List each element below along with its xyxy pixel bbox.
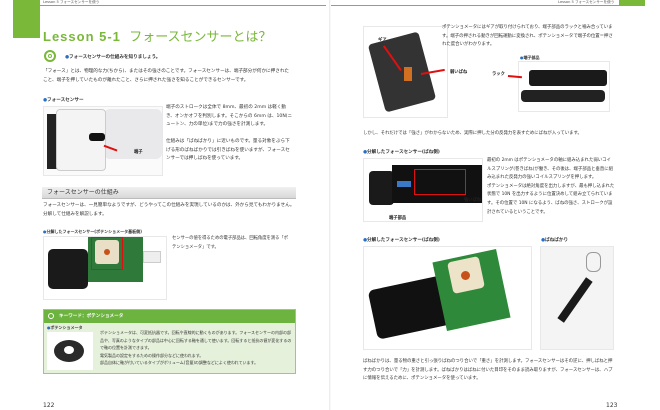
- keyword-header: キーワード：ポテンショメータ: [44, 310, 295, 323]
- fig5-caption: 分解したフォースセンサー(ばね側): [363, 149, 440, 155]
- spring-scale-photo: [540, 246, 614, 350]
- fig2-caption: 分解したフォースセンサー(ポテンショメータ基板側): [43, 229, 142, 235]
- fig4-caption: 端子部品: [520, 55, 540, 61]
- header-rule: [40, 5, 326, 6]
- section-header: フォースセンサーの仕組み: [42, 187, 296, 199]
- gear-label: ギア: [378, 38, 387, 43]
- target-icon: [44, 50, 56, 62]
- goal-text: フォースセンサーの仕組みを知りましょう。: [65, 54, 160, 60]
- weak-spring-label: 弱いばね: [450, 70, 468, 75]
- rack-label: ラック: [492, 72, 505, 77]
- keyword-title: キーワード：ポテンショメータ: [59, 314, 124, 319]
- fig1-text2: 仕組みは「ばねばかり」に近いものです。量る対象をぶら下げる形のばねばかりでは引き…: [166, 139, 290, 162]
- spring-side-photo: 強いばね 端子部品: [363, 158, 483, 222]
- right-page: Lesson 5 フォースセンサーを使う ギア 弱いばね ポテンショメータにはギ…: [330, 0, 660, 410]
- para2: ばねばかりは、量る物の重さと引っ張りばねのつり合いで「重さ」を計測します。フォー…: [363, 359, 613, 382]
- keyword-text: ポテンショメータは、可変抵抗器です。回転や直線的に動くものがあります。フォースセ…: [100, 330, 292, 365]
- terminal-label: 端子: [134, 150, 143, 155]
- search-icon: [48, 313, 54, 319]
- para1: しかし、それだけでは「強さ」がわからないため、実際に押した分の反発力を表すために…: [363, 131, 582, 136]
- fig6-caption: 分解したフォースセンサー(ばね側): [363, 237, 440, 243]
- keyword-box: キーワード：ポテンショメータ ポテンショメータ ポテンショメータは、可変抵抗器で…: [43, 309, 296, 374]
- strong-spring-label: 強いばね: [464, 198, 482, 203]
- keyword-caption: ポテンショメータ: [47, 325, 83, 331]
- page-number: 122: [43, 402, 55, 409]
- left-page: Lesson 5 フォースセンサーを使う Lesson 5-1 フォースセンサー…: [0, 0, 330, 410]
- running-head: Lesson 5 フォースセンサーを使う: [558, 0, 615, 4]
- fig1-caption: フォースセンサー: [43, 97, 84, 103]
- intro-text: 「フォース」とは、物理的な力(ちから)、またはその強さのことです。フォースセンサ…: [43, 69, 290, 83]
- fig7-caption: ばねばかり: [541, 237, 568, 243]
- header-rule: [330, 5, 620, 6]
- gear-spring-photo: ギア: [363, 26, 448, 118]
- fig1-text1: 端子のストロークは全体で 8mm、最初の 2mm は軽く動き、オンかオフを判別し…: [166, 105, 293, 128]
- terminal-part-photo: [518, 61, 610, 112]
- spine: [329, 0, 331, 410]
- section-text: フォースセンサーは、一見簡単なようですが、どうやってこの仕組みを実現しているのか…: [43, 203, 295, 217]
- potentiometer-board-photo: [43, 236, 167, 300]
- chapter-tab: [619, 0, 645, 6]
- page-title: Lesson 5-1 フォースセンサーとは？: [43, 29, 272, 45]
- page-number: 123: [606, 402, 618, 409]
- fig5-text: 最初の 2mm はポテンショメータの軸に組み込まれた弱いコイルスプリング(巻きば…: [487, 158, 615, 215]
- chapter-tab: [13, 0, 40, 38]
- potentiometer-photo: [47, 332, 93, 370]
- terminal-part-label: 端子部品: [389, 216, 407, 221]
- board-closeup-photo: [363, 246, 532, 350]
- running-head: Lesson 5 フォースセンサーを使う: [43, 0, 100, 4]
- fig2-text: センサーの値を得るための電子部品は、回転角度を測る「ポテンショメータ」です。: [172, 236, 289, 250]
- fig3-text: ポテンショメータにはギアが取り付けられており、端子部品のラックと噛み合っています…: [442, 25, 613, 48]
- force-sensor-photo: 端子: [43, 106, 163, 176]
